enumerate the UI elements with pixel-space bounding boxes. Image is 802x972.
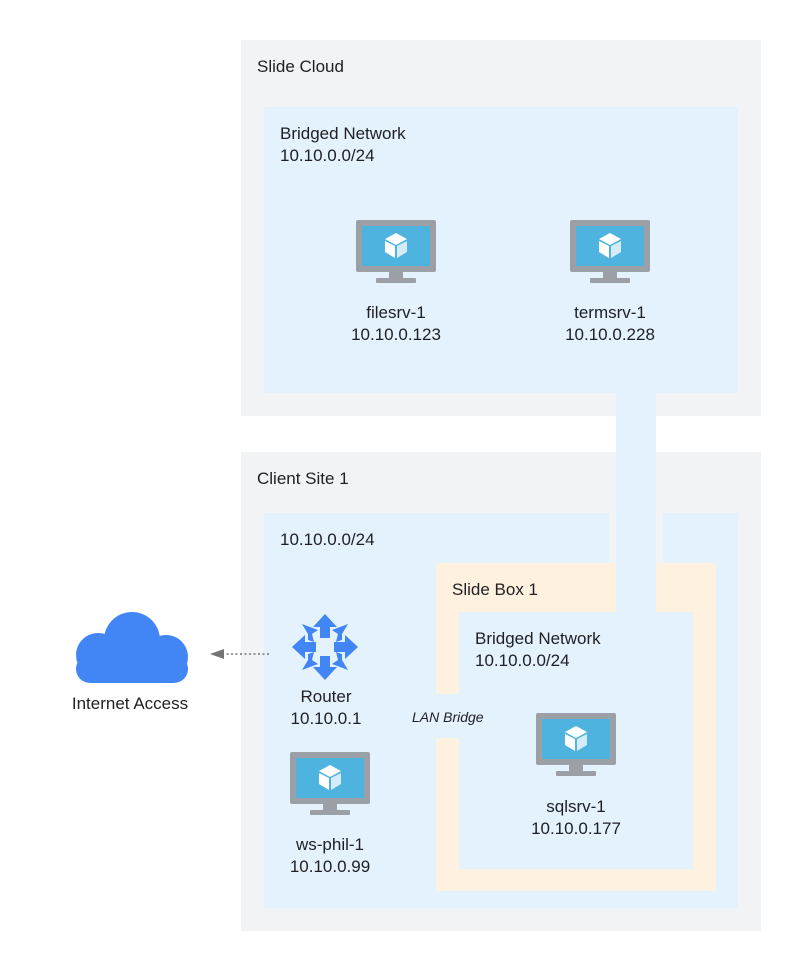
- termsrv-hostname: termsrv-1: [574, 303, 646, 322]
- lan-bridge-label: LAN Bridge: [412, 709, 484, 725]
- vm-monitor-icon[interactable]: [536, 713, 616, 777]
- sqlsrv-ip: 10.10.0.177: [531, 819, 621, 838]
- filesrv-ip: 10.10.0.123: [351, 325, 441, 344]
- termsrv-ip: 10.10.0.228: [565, 325, 655, 344]
- slide-cloud-title: Slide Cloud: [257, 57, 344, 76]
- ws-hostname: ws-phil-1: [295, 835, 365, 854]
- router-icon[interactable]: [290, 612, 360, 682]
- slide-box-title: Slide Box 1: [452, 580, 538, 599]
- slide-box-network-subnet: 10.10.0.0/24: [475, 651, 570, 670]
- vm-monitor-icon[interactable]: [290, 752, 370, 816]
- slide-cloud-network-subnet: 10.10.0.0/24: [280, 146, 375, 165]
- slide-cloud-network: [264, 107, 738, 393]
- internet-arrow: [208, 646, 272, 662]
- router-ip: 10.10.0.1: [290, 709, 362, 728]
- filesrv-hostname: filesrv-1: [366, 303, 426, 322]
- client-site-subnet: 10.10.0.0/24: [280, 530, 375, 549]
- sqlsrv-hostname: sqlsrv-1: [546, 797, 606, 816]
- slide-cloud-network-name: Bridged Network: [280, 124, 406, 143]
- slide-box-network-name: Bridged Network: [475, 629, 601, 648]
- cloud-icon[interactable]: [68, 609, 192, 685]
- vm-monitor-icon[interactable]: [570, 220, 650, 284]
- bridge-connector-overlay: [616, 560, 656, 613]
- internet-label: Internet Access: [71, 694, 189, 713]
- ws-ip: 10.10.0.99: [289, 857, 371, 876]
- vm-monitor-icon[interactable]: [356, 220, 436, 284]
- client-site-title: Client Site 1: [257, 469, 349, 488]
- router-name: Router: [300, 687, 352, 706]
